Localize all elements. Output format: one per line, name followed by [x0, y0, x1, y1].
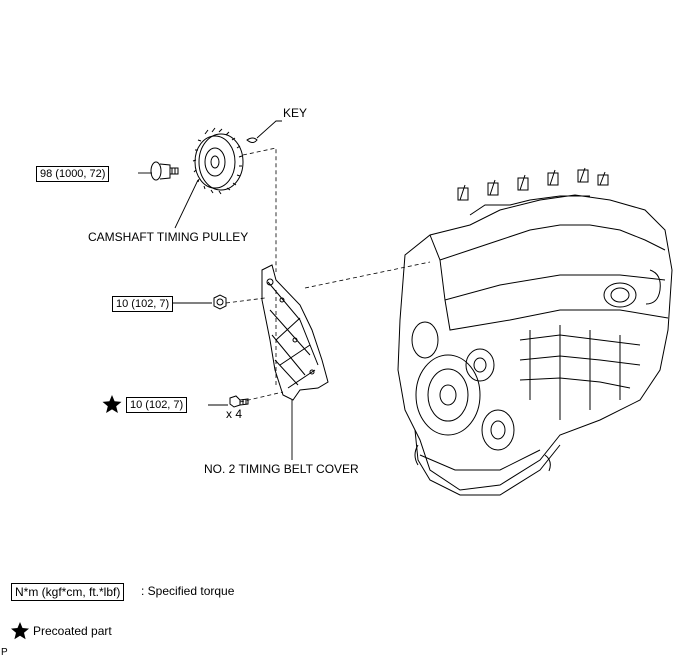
- corner-mark: P: [1, 647, 8, 658]
- pulley-bolt-torque-box: 98 (1000, 72): [36, 166, 110, 182]
- cover-bolt-torque-box: 10 (102, 7): [126, 397, 188, 413]
- alignment-dashed-lines: [225, 147, 431, 403]
- precoated-star-icon-callout: [102, 395, 122, 413]
- precoated-part-legend-text: Precoated part: [33, 624, 112, 638]
- camshaft-pulley-label: CAMSHAFT TIMING PULLEY: [88, 230, 249, 244]
- key-label: KEY: [283, 106, 308, 120]
- torque-unit-legend-box: N*m (kgf*cm, ft.*lbf): [11, 583, 125, 601]
- pulley-bolt-part: [150, 161, 179, 181]
- key-part: [246, 137, 258, 143]
- cover-nut-torque-box: 10 (102, 7): [112, 296, 174, 312]
- timing-belt-cover-part: [261, 264, 329, 401]
- engine-assembly-part: [397, 167, 673, 496]
- leader-lines: [138, 120, 293, 460]
- timing-belt-cover-label: NO. 2 TIMING BELT COVER: [204, 462, 359, 476]
- camshaft-timing-pulley-part: [192, 127, 244, 195]
- bolt-multiplier-label: x 4: [226, 407, 243, 421]
- cover-nut-part: [213, 294, 227, 310]
- precoated-star-icon-legend: [11, 622, 29, 640]
- cover-bolt-part: [229, 395, 249, 408]
- specified-torque-legend-text: : Specified torque: [141, 584, 235, 598]
